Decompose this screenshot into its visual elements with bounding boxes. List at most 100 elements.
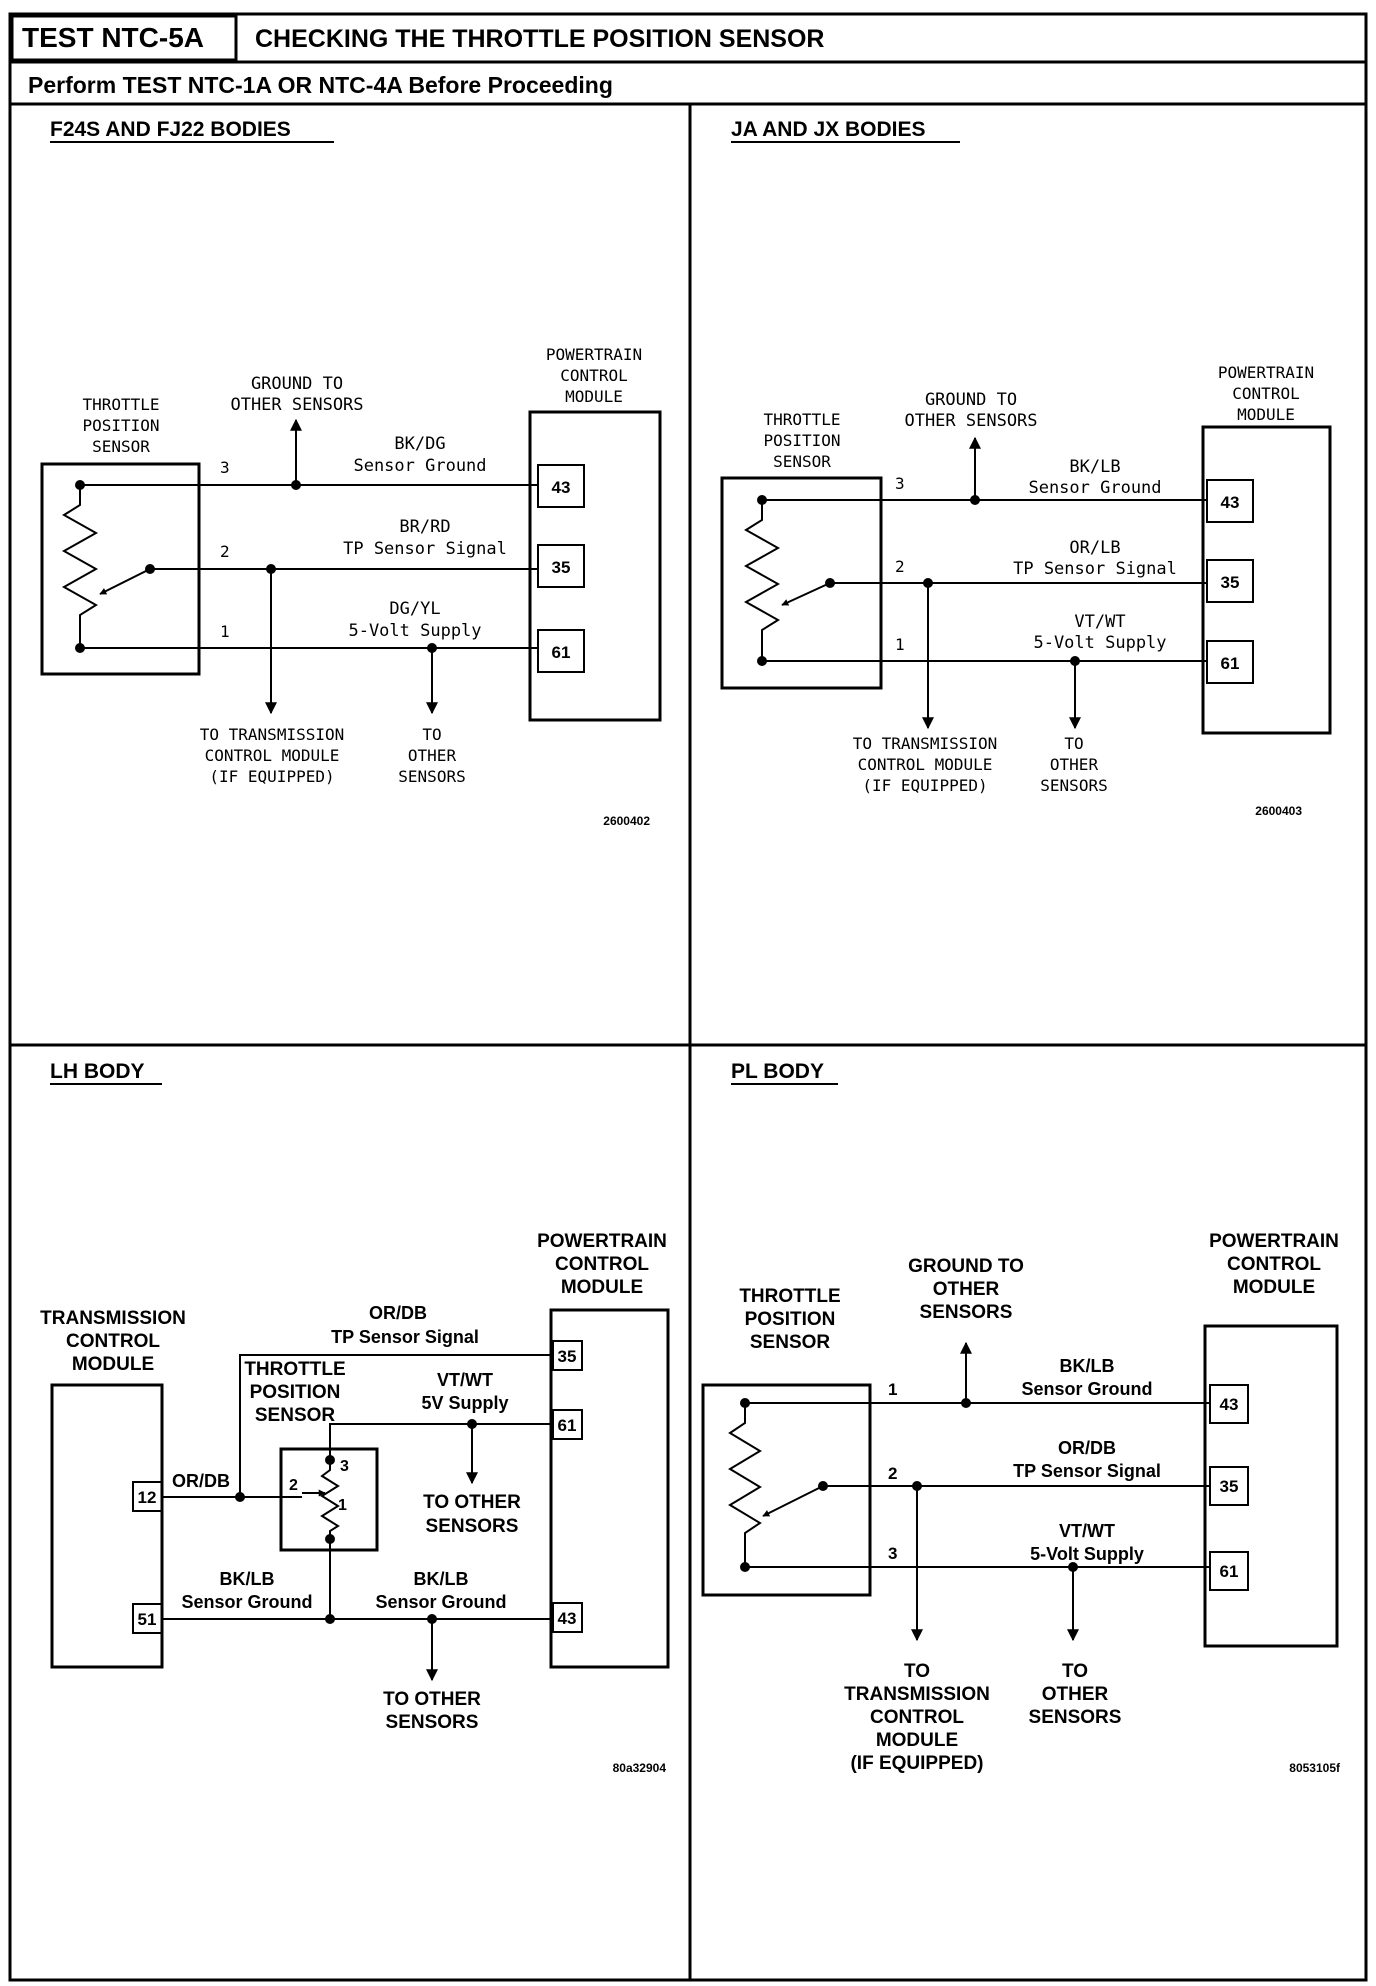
wire-color: BK/LB: [1060, 1356, 1115, 1376]
wire-color: BR/RD: [399, 517, 450, 537]
to-other-label-2: OTHER: [1050, 755, 1099, 774]
wire-function: 5-Volt Supply: [348, 621, 481, 641]
wire-color: BK/DG: [394, 434, 445, 454]
pcm-pin: 43: [552, 478, 571, 497]
wire-function: Sensor Ground: [1028, 478, 1161, 498]
tps-label-1: THROTTLE: [763, 410, 840, 429]
pcm-label-2: CONTROL: [1232, 384, 1299, 403]
to-tcm-label-2: CONTROL MODULE: [205, 746, 340, 765]
to-tcm-label-1: TO TRANSMISSION: [853, 734, 998, 753]
panel-heading: LH BODY: [50, 1060, 145, 1083]
wire-color: OR/LB: [1069, 538, 1120, 558]
wire-function: 5V Supply: [421, 1393, 508, 1413]
wire-function: TP Sensor Signal: [1013, 559, 1177, 579]
pcm-pin: 35: [558, 1347, 577, 1366]
wire-function: TP Sensor Signal: [343, 539, 507, 559]
resistor-symbol: [743, 500, 781, 661]
to-other-label-3: SENSORS: [1040, 776, 1107, 795]
to-tcm-label-4: MODULE: [876, 1730, 958, 1751]
to-other-label-1: TO: [1062, 1661, 1088, 1682]
to-other-label-1: TO: [1064, 734, 1083, 753]
tps-sensor: THROTTLE POSITION SENSOR: [720, 410, 883, 690]
wire-function: 5-Volt Supply: [1030, 1544, 1144, 1564]
tps-label-1: THROTTLE: [82, 395, 159, 414]
figure-id: 2600403: [1255, 804, 1302, 818]
tps-label-2: POSITION: [745, 1309, 836, 1330]
panel-f24s-fj22: F24S AND FJ22 BODIES POWERTRAIN CONTROL …: [40, 118, 662, 828]
to-other-label-2: SENSORS: [426, 1516, 519, 1537]
tps-sensor: THROTTLE POSITION SENSOR: [40, 395, 201, 676]
to-tcm-label-1: TO TRANSMISSION: [200, 725, 345, 744]
wiper-arrow: [781, 582, 831, 606]
tcm-label-1: TRANSMISSION: [40, 1308, 186, 1329]
pcm-label-3: MODULE: [1237, 405, 1295, 424]
pcm-label-1: POWERTRAIN: [1209, 1231, 1339, 1252]
pcm-pin-box: [1209, 1551, 1249, 1591]
pin-number: 2: [220, 542, 230, 561]
pcm-label-3: MODULE: [1233, 1277, 1315, 1298]
wire-color: VT/WT: [1074, 612, 1125, 632]
wiring: [757, 436, 1207, 730]
pin-number: 2: [888, 1464, 897, 1483]
tps-sensor: THROTTLE POSITION SENSOR: [244, 1359, 379, 1552]
tps-pin-number: 2: [289, 1477, 298, 1494]
pcm-pin: 35: [552, 558, 571, 577]
pcm-pin: 61: [1220, 1562, 1239, 1581]
to-other-label-3: SENSORS: [1029, 1707, 1122, 1728]
prerequisite-note: Perform TEST NTC-1A OR NTC-4A Before Pro…: [28, 72, 613, 98]
tps-label-2: POSITION: [250, 1382, 341, 1403]
panel-ja-jx: JA AND JX BODIES POWERTRAIN CONTROL MODU…: [720, 118, 1332, 818]
wire-color: OR/DB: [369, 1303, 427, 1323]
to-other-label-2: OTHER: [408, 746, 457, 765]
pcm-module: POWERTRAIN CONTROL MODULE 35 61 43: [537, 1231, 670, 1669]
pcm-box: [1201, 425, 1332, 735]
to-other-label-1: TO OTHER: [423, 1492, 521, 1513]
wire-color: VT/WT: [437, 1370, 493, 1390]
wire-color: DG/YL: [389, 599, 440, 619]
wire-function: TP Sensor Signal: [331, 1327, 479, 1347]
tcm-label-3: MODULE: [72, 1354, 154, 1375]
wire-color: OR/DB: [1058, 1438, 1116, 1458]
ground-to-label-2: OTHER SENSORS: [230, 395, 363, 415]
pin-number: 3: [888, 1544, 897, 1563]
pcm-pin-box: [537, 544, 585, 588]
tcm-module: TRANSMISSION CONTROL MODULE 12 51: [40, 1308, 186, 1669]
tps-label-1: THROTTLE: [739, 1286, 840, 1307]
pcm-pin: 61: [558, 1416, 577, 1435]
pcm-module: POWERTRAIN CONTROL MODULE 43 35 61: [1203, 1231, 1339, 1648]
pcm-pin: 43: [1220, 1395, 1239, 1414]
to-tcm-label-3: (IF EQUIPPED): [209, 767, 334, 786]
pcm-box: [549, 1308, 670, 1669]
to-other-label-1: TO: [422, 725, 441, 744]
pcm-label-1: POWERTRAIN: [1218, 363, 1314, 382]
pcm-pin: 43: [558, 1609, 577, 1628]
to-tcm-label-3: CONTROL: [870, 1707, 964, 1728]
ground-to-label-1: GROUND TO: [925, 390, 1017, 410]
pcm-pin: 35: [1221, 573, 1240, 592]
tps-box: [701, 1383, 872, 1597]
test-id-box: [10, 14, 238, 62]
wire-color: BK/LB: [1069, 457, 1120, 477]
wiring: [162, 1354, 553, 1682]
test-id-label: TEST NTC-5A: [22, 22, 204, 53]
tps-label-3: SENSOR: [92, 437, 150, 456]
pcm-label-1: POWERTRAIN: [537, 1231, 667, 1252]
to-other-label-1: TO OTHER: [383, 1689, 481, 1710]
tps-pin-number: 3: [340, 1458, 349, 1475]
panel-heading: F24S AND FJ22 BODIES: [50, 118, 291, 141]
wire-function: TP Sensor Signal: [1013, 1461, 1161, 1481]
tps-label-3: SENSOR: [750, 1332, 831, 1353]
to-other-label-2: SENSORS: [386, 1712, 479, 1733]
wire-color: BK/LB: [220, 1569, 275, 1589]
pcm-label-2: CONTROL: [560, 366, 627, 385]
ground-to-label-3: SENSORS: [920, 1302, 1013, 1323]
pcm-label-2: CONTROL: [555, 1254, 649, 1275]
page-frame: [8, 12, 1368, 1982]
pcm-label-1: POWERTRAIN: [546, 345, 642, 364]
pcm-pin: 35: [1220, 1477, 1239, 1496]
wiring: [740, 1341, 1210, 1642]
wire-function: Sensor Ground: [181, 1592, 312, 1612]
pcm-label-3: MODULE: [565, 387, 623, 406]
wire-function: Sensor Ground: [1021, 1379, 1152, 1399]
